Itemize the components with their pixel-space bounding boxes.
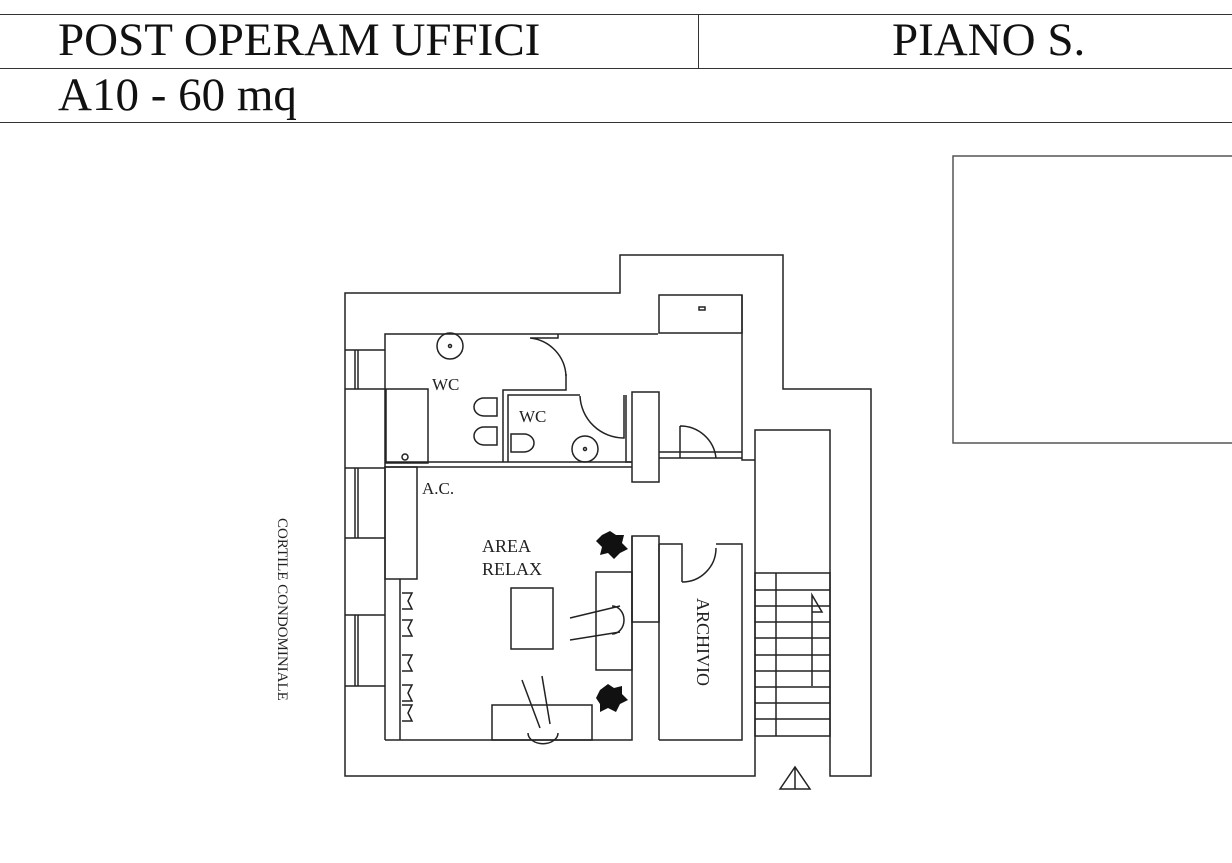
room-label-relax: RELAX	[482, 559, 542, 579]
closet	[658, 294, 743, 334]
sink	[436, 332, 464, 360]
key-plan-box	[952, 155, 1232, 444]
wc2-door	[579, 395, 625, 439]
staircase	[754, 572, 831, 737]
pillar	[631, 535, 660, 623]
plant-icon	[596, 531, 628, 559]
room-label-archivio: ARCHIVIO	[693, 598, 713, 686]
sink	[571, 435, 599, 463]
toilet	[473, 397, 498, 417]
bidet	[473, 426, 498, 446]
pillar	[631, 391, 660, 483]
closet-handle	[698, 306, 706, 311]
shower-tray	[385, 388, 429, 464]
person-figure	[521, 675, 559, 745]
coffee-table	[510, 587, 554, 650]
toilet	[510, 433, 535, 453]
door	[679, 425, 717, 459]
drawing-title: POST OPERAM UFFICI	[58, 14, 541, 66]
header-divider	[698, 14, 699, 68]
room-label-wc: WC	[519, 407, 546, 426]
person-figure	[569, 605, 625, 641]
wc-door	[529, 334, 567, 377]
header-mid-rule	[0, 68, 1232, 69]
unit-area-label: A10 - 60 mq	[58, 69, 297, 121]
room-label-area: AREA	[482, 536, 531, 556]
entrance-marker-icon	[778, 765, 812, 790]
chairs	[402, 592, 414, 722]
sofa	[595, 571, 633, 671]
plant-icon	[596, 684, 628, 712]
archive-door	[681, 547, 717, 583]
wc-partition	[502, 374, 580, 462]
sofa	[491, 704, 593, 741]
header-bottom-rule	[0, 122, 1232, 123]
floor-label: PIANO S.	[892, 14, 1086, 66]
windows	[345, 349, 385, 687]
outer-wall	[344, 254, 872, 777]
ac-unit	[384, 466, 418, 580]
header-top-rule	[0, 14, 1232, 15]
courtyard-label: CORTILE CONDOMINIALE	[274, 518, 290, 701]
room-label-wc: WC	[432, 375, 459, 394]
plants	[596, 531, 628, 712]
room-label-ac: A.C.	[422, 479, 454, 498]
